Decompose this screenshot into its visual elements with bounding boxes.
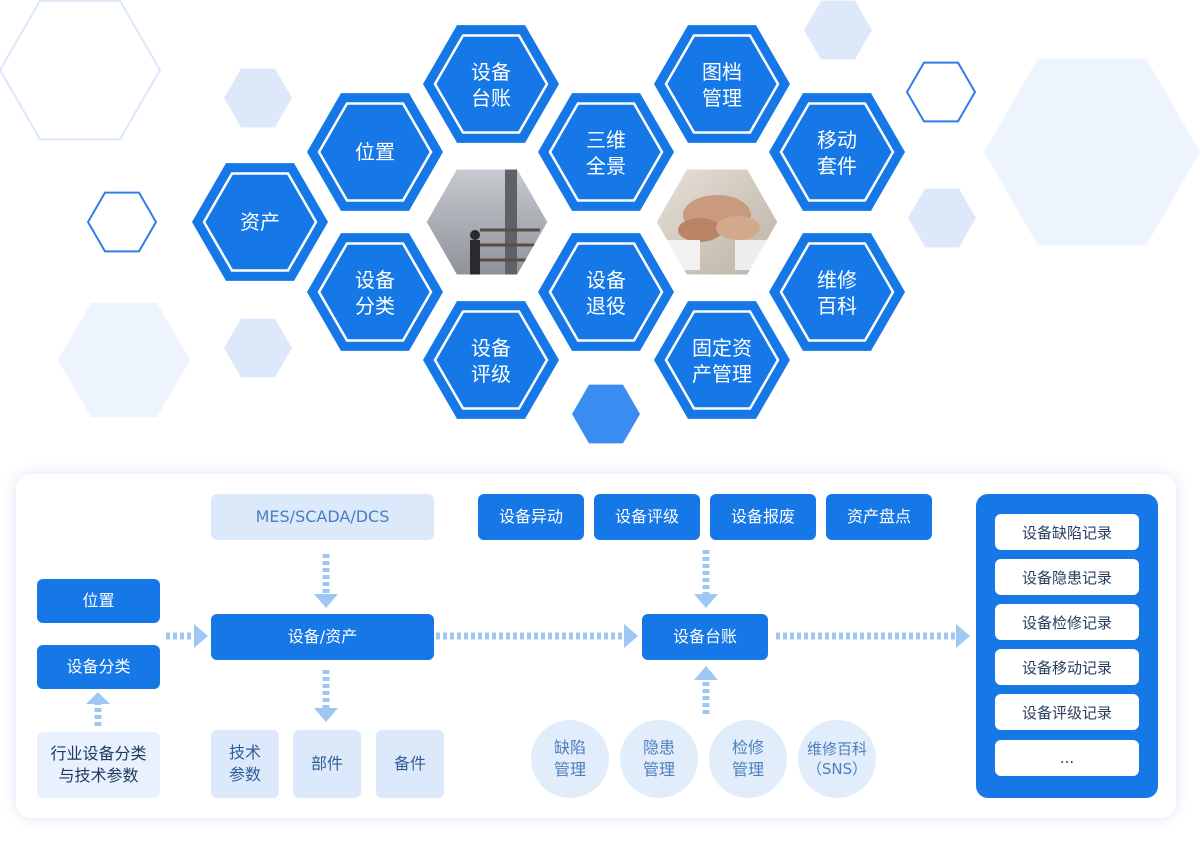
deco-hex-small-2: [224, 318, 292, 378]
photo-hexagon-businessman: [423, 166, 551, 278]
deco-hex-outline-blue-2: [905, 61, 977, 123]
hex-tile-category-line-1: 设备: [355, 268, 395, 292]
deco-hex-pale-right: [984, 58, 1200, 246]
hex-tile-rating: 设备评级: [423, 301, 559, 419]
tech-line-2: 参数: [228, 765, 261, 784]
device-flow-panel: 位置 设备分类 行业设备分类 与技术参数 MES/SCADA/DCS 设备/资产…: [16, 474, 1176, 818]
location-box: 位置: [37, 579, 160, 623]
hex-tile-ledger-line-1: 设备: [471, 60, 511, 84]
deco-hex-solid-bottom: [572, 384, 640, 444]
deco-hex-pale-left: [58, 302, 190, 418]
industry-params-box: 行业设备分类 与技术参数: [37, 732, 160, 798]
defect-management-circle: 缺陷 管理: [531, 720, 609, 798]
hazard-management-circle: 隐患 管理: [620, 720, 698, 798]
source-system-box: MES/SCADA/DCS: [211, 494, 434, 540]
hazard-line-1: 隐患: [642, 738, 675, 758]
record-maintenance: 设备检修记录: [995, 604, 1139, 640]
action-rating-box: 设备评级: [594, 494, 700, 540]
maintenance-line-2: 管理: [731, 760, 764, 779]
hex-tile-asset-line-1: 资产: [240, 210, 280, 234]
deco-hex-small-3: [804, 0, 872, 60]
deco-hex-small-4: [908, 188, 976, 248]
arrow-ledger-to-records: [776, 624, 970, 648]
wiki-line-2: （SNS）: [806, 760, 868, 778]
ledger-box: 设备台账: [642, 614, 768, 660]
record-more: ...: [995, 740, 1139, 776]
maintenance-line-1: 检修: [731, 738, 764, 758]
hex-tile-category-line-2: 分类: [355, 294, 395, 318]
hex-tile-fixed-asset-line-2: 产管理: [692, 362, 752, 386]
hex-tile-retire-line-1: 设备: [586, 268, 626, 292]
arrow-device-to-ledger: [436, 624, 638, 648]
tech-line-1: 技术: [228, 743, 261, 763]
hex-tile-wiki: 维修百科: [769, 233, 905, 351]
hex-tile-rating-line-1: 设备: [471, 336, 511, 360]
hex-tile-asset: 资产: [192, 163, 328, 281]
hex-tile-panorama-line-2: 全景: [586, 154, 626, 178]
hex-tile-fixed-asset-line-1: 固定资: [692, 336, 752, 360]
industry-line-1: 行业设备分类: [50, 744, 147, 764]
hex-tile-panorama-line-1: 三维: [586, 128, 626, 152]
action-inventory-box: 资产盘点: [826, 494, 932, 540]
records-panel: 设备缺陷记录 设备隐患记录 设备检修记录 设备移动记录 设备评级记录 ...: [976, 494, 1158, 798]
deco-hex-small-1: [224, 68, 292, 128]
hex-tile-mobile-line-1: 移动: [817, 128, 857, 152]
arrow-device-to-parts: [314, 670, 338, 722]
hex-tile-category: 设备分类: [307, 233, 443, 351]
hexagon-cluster: 资产位置设备台账设备分类设备评级三维全景设备退役图档管理固定资产管理移动套件维修…: [0, 0, 1200, 444]
arrow-management-to-ledger: [694, 666, 718, 714]
defect-line-2: 管理: [553, 760, 586, 779]
wiki-line-1: 维修百科: [806, 739, 867, 758]
parts-box: 部件: [293, 730, 361, 798]
action-change-box: 设备异动: [478, 494, 584, 540]
arrow-mes-to-device: [314, 554, 338, 608]
spares-box: 备件: [376, 730, 444, 798]
record-defect: 设备缺陷记录: [995, 514, 1139, 550]
industry-line-2: 与技术参数: [58, 766, 139, 785]
hex-tile-rating-line-2: 评级: [471, 362, 511, 386]
record-movement: 设备移动记录: [995, 649, 1139, 685]
hex-tile-archive-line-2: 管理: [702, 86, 742, 110]
hex-tile-ledger: 设备台账: [423, 25, 559, 143]
hex-tile-location: 位置: [307, 93, 443, 211]
record-hazard: 设备隐患记录: [995, 559, 1139, 595]
arrow-actions-to-ledger: [694, 550, 718, 608]
deco-hex-outline-large: [0, 0, 162, 141]
repair-wiki-circle: 维修百科 （SNS）: [798, 720, 876, 798]
hazard-line-2: 管理: [642, 760, 675, 779]
hex-tile-location-line-1: 位置: [355, 140, 395, 164]
hex-tile-wiki-line-2: 百科: [817, 294, 857, 318]
hex-tile-retire-line-2: 退役: [586, 294, 626, 318]
device-asset-box: 设备/资产: [211, 614, 434, 660]
hex-tile-wiki-line-1: 维修: [817, 268, 857, 292]
photo-hexagon-teamwork-hands: [653, 166, 781, 278]
defect-line-1: 缺陷: [553, 738, 586, 758]
hex-tile-archive-line-1: 图档: [702, 60, 742, 84]
maintenance-management-circle: 检修 管理: [709, 720, 787, 798]
record-rating: 设备评级记录: [995, 694, 1139, 730]
hex-tile-mobile-line-2: 套件: [817, 154, 857, 178]
hex-tile-ledger-line-2: 台账: [471, 86, 511, 110]
arrow-left-to-device: [166, 624, 208, 648]
arrow-industry-to-category: [86, 692, 110, 726]
deco-hex-outline-blue-1: [86, 191, 158, 253]
action-scrap-box: 设备报废: [710, 494, 816, 540]
tech-params-box: 技术 参数: [211, 730, 279, 798]
decorative-hexagons: [0, 0, 1200, 444]
category-box: 设备分类: [37, 645, 160, 689]
